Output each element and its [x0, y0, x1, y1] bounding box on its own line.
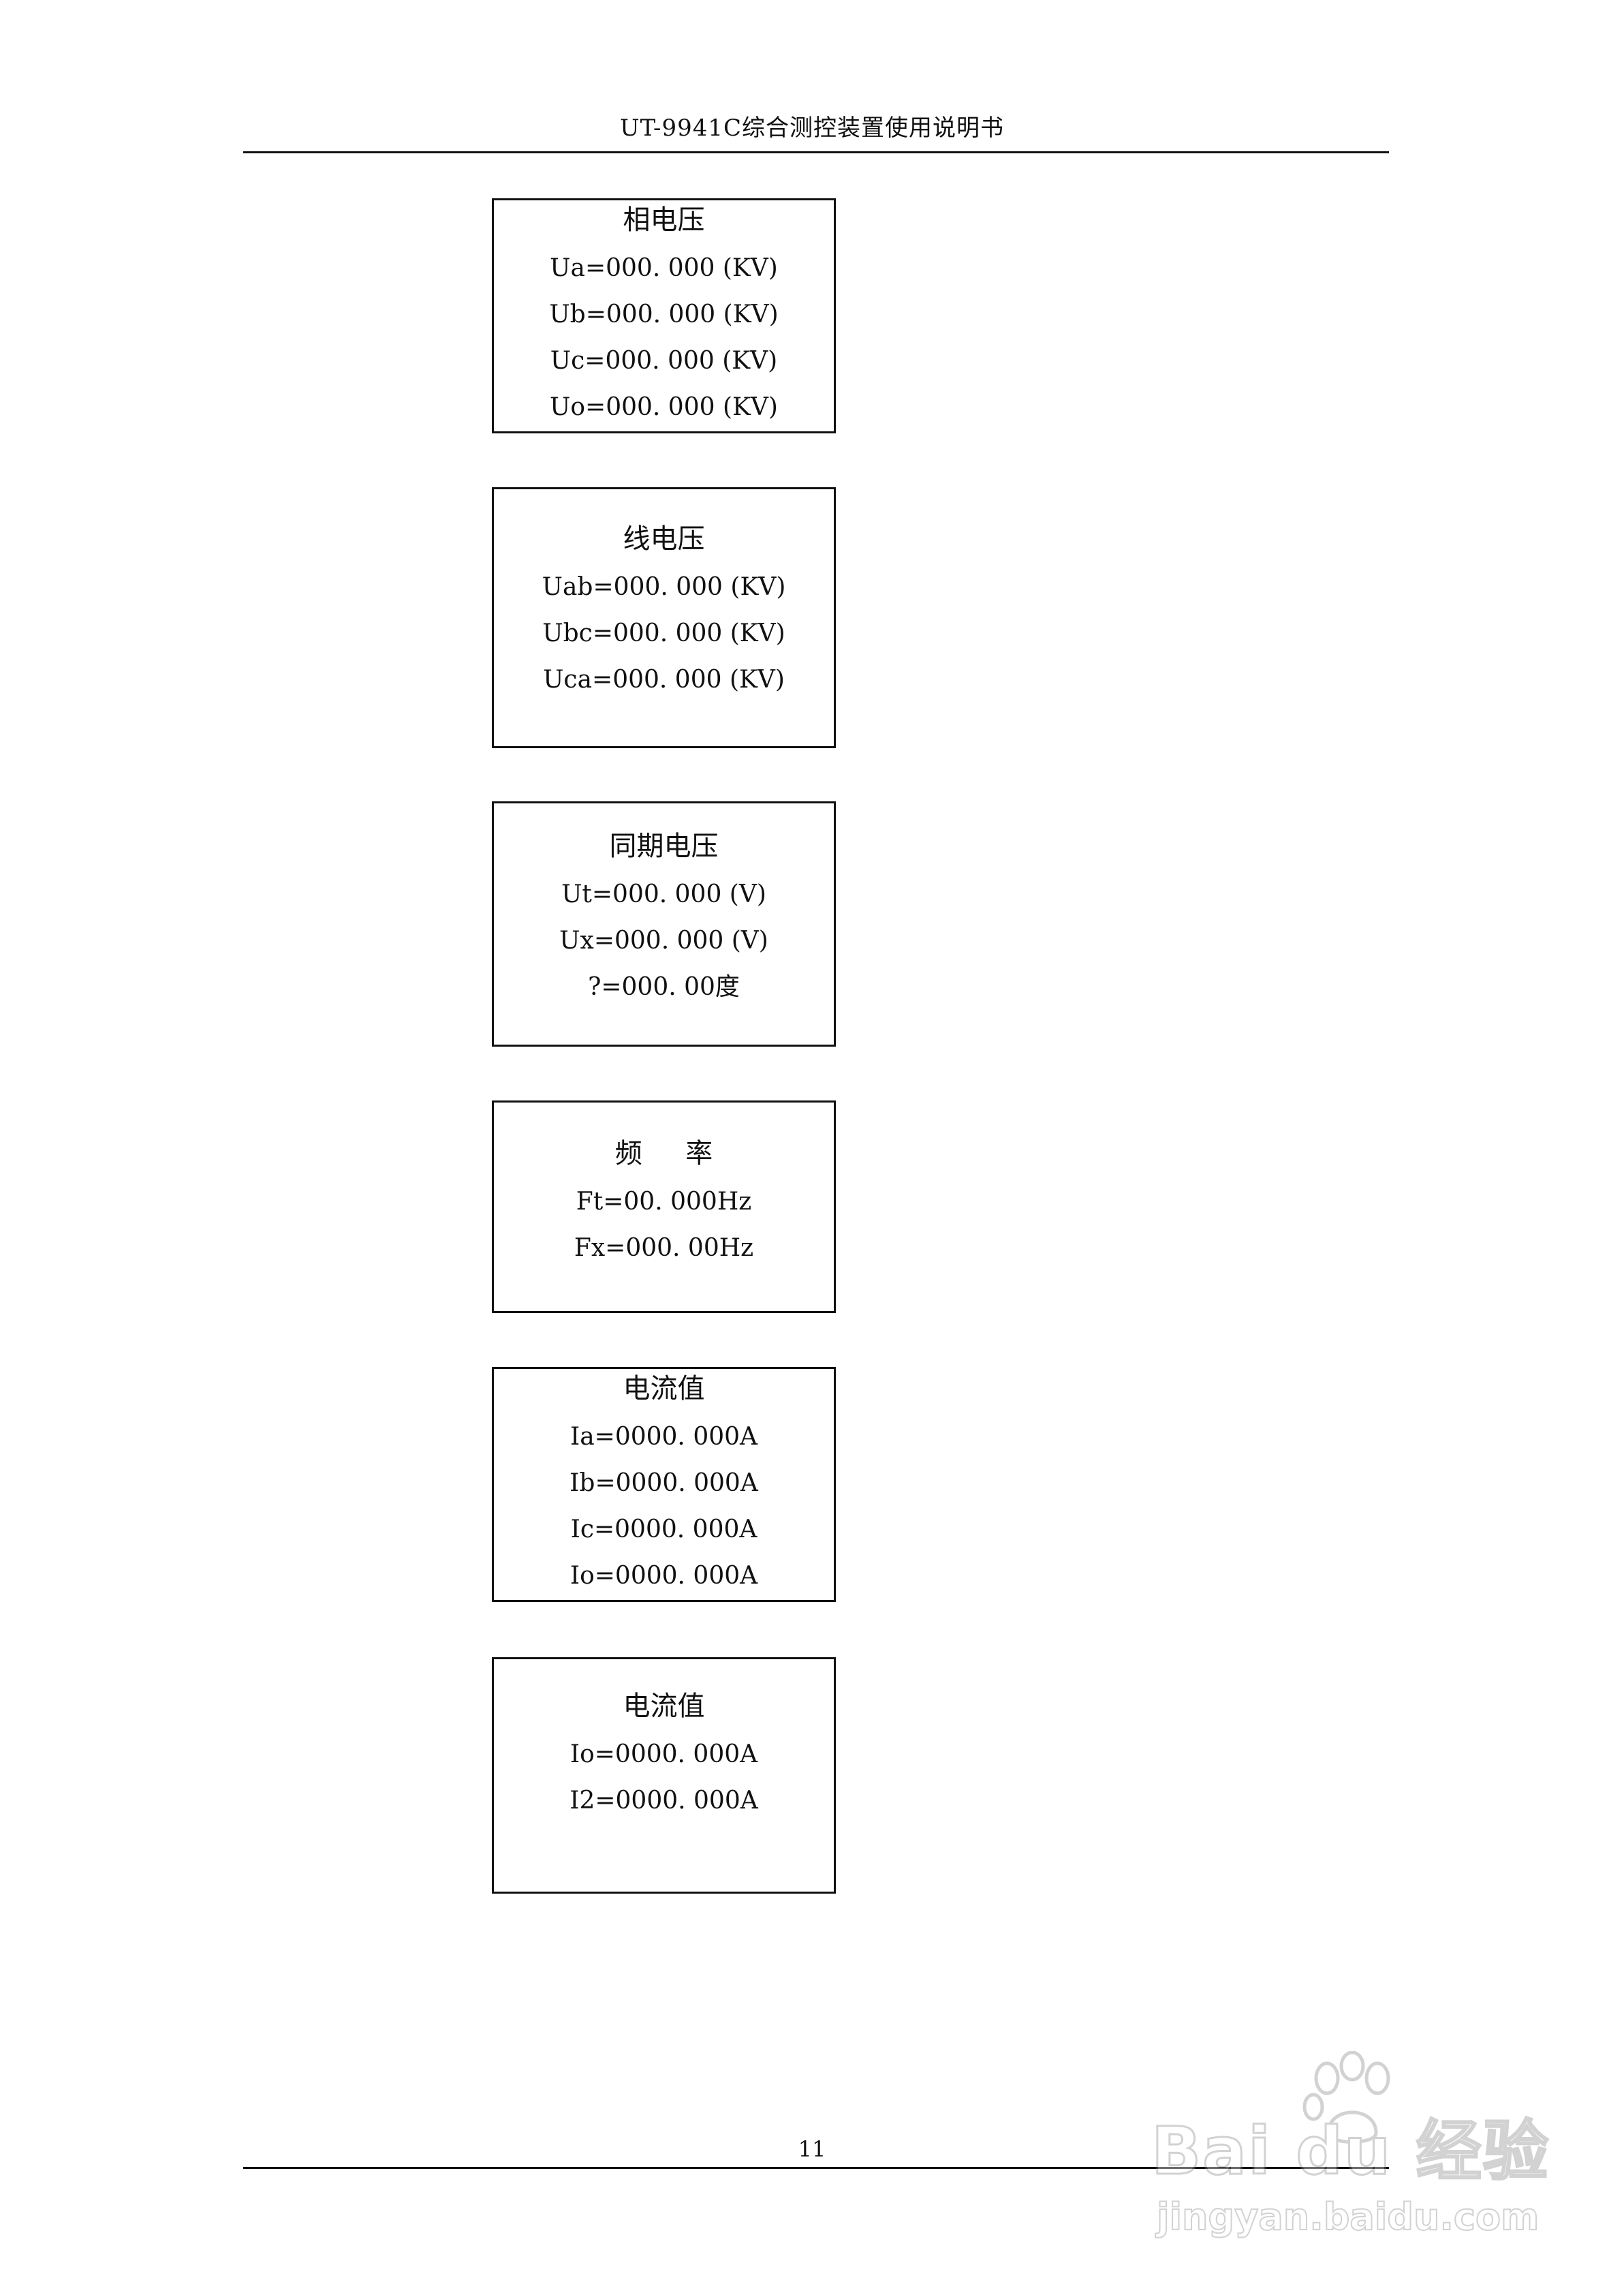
- reading-uab: Uab=000. 000 (KV): [542, 573, 786, 601]
- header-rule: [243, 151, 1389, 153]
- reading-ib: Ib=0000. 000A: [569, 1469, 758, 1497]
- paw-icon: [1302, 2051, 1390, 2144]
- reading-ut: Ut=000. 000 (V): [561, 880, 766, 908]
- reading-ia: Ia=0000. 000A: [569, 1423, 758, 1451]
- screen-title: 相电压: [623, 204, 705, 236]
- display-screen-frequency: 频 率 Ft=00. 000Hz Fx=000. 00Hz: [492, 1100, 836, 1313]
- reading-ux: Ux=000. 000 (V): [559, 927, 768, 955]
- display-screen-sync-voltage: 同期电压 Ut=000. 000 (V) Ux=000. 000 (V) ?=0…: [492, 801, 836, 1047]
- reading-angle: ?=000. 00度: [588, 973, 740, 1001]
- page-number: 11: [798, 2136, 826, 2162]
- reading-ic: Ic=0000. 000A: [570, 1515, 758, 1543]
- reading-ua: Ua=000. 000 (KV): [550, 254, 778, 282]
- screen-title: 同期电压: [609, 831, 719, 862]
- reading-io: Io=0000. 000A: [569, 1562, 758, 1590]
- baidu-jingyan-watermark: Bai du 经验 jingyan.baidu.com: [1151, 2051, 1549, 2255]
- document-header-title: UT-9941C综合测控装置使用说明书: [620, 114, 1004, 142]
- display-screen-current-zero-negative: 电流值 Io=0000. 000A I2=0000. 000A: [492, 1657, 836, 1894]
- reading-uca: Uca=000. 000 (KV): [543, 666, 785, 694]
- watermark-brand: Bai du 经验: [1151, 2113, 1550, 2190]
- display-screen-line-voltage: 线电压 Uab=000. 000 (KV) Ubc=000. 000 (KV) …: [492, 487, 836, 748]
- reading-io: Io=0000. 000A: [569, 1740, 758, 1768]
- screen-title: 线电压: [623, 523, 705, 555]
- reading-fx: Fx=000. 00Hz: [574, 1234, 754, 1262]
- screen-title: 电流值: [623, 1691, 705, 1722]
- watermark-url: jingyan.baidu.com: [1156, 2195, 1540, 2239]
- reading-ubc: Ubc=000. 000 (KV): [542, 619, 785, 647]
- reading-ub: Ub=000. 000 (KV): [549, 301, 779, 328]
- display-screen-phase-voltage: 相电压 Ua=000. 000 (KV) Ub=000. 000 (KV) Uc…: [492, 198, 836, 433]
- footer-rule: [243, 2167, 1389, 2169]
- reading-uc: Uc=000. 000 (KV): [550, 347, 778, 375]
- reading-ft: Ft=00. 000Hz: [576, 1188, 752, 1216]
- display-screen-current-values: 电流值 Ia=0000. 000A Ib=0000. 000A Ic=0000.…: [492, 1367, 836, 1602]
- screen-title: 电流值: [623, 1373, 705, 1404]
- reading-i2: I2=0000. 000A: [569, 1787, 758, 1815]
- reading-uo: Uo=000. 000 (KV): [550, 393, 778, 421]
- screen-title: 频 率: [614, 1138, 713, 1169]
